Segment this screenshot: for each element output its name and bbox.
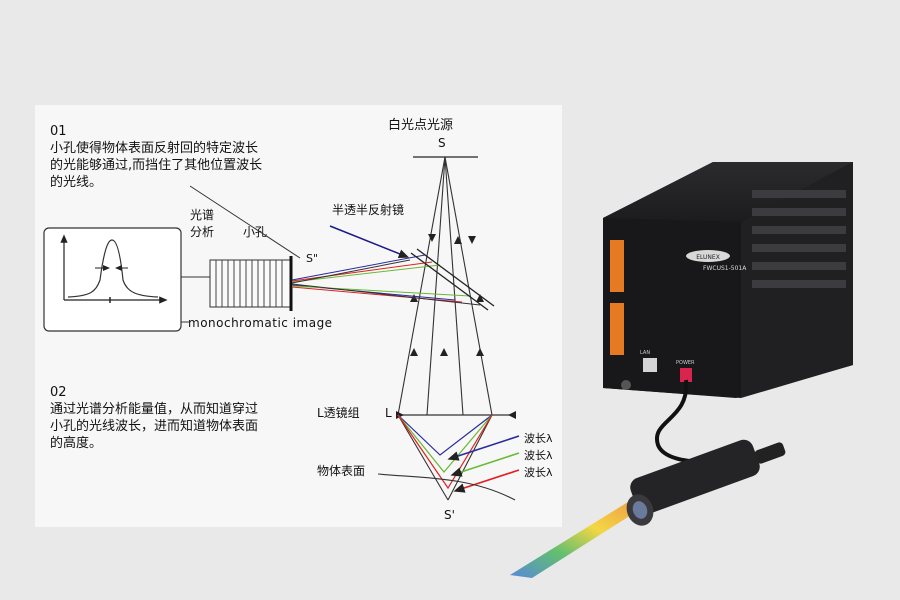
- wavelength-arrow-red: [453, 469, 520, 493]
- note-1-leader: [189, 185, 301, 259]
- pinhole-label: 小孔: [243, 225, 268, 239]
- probe-head: [626, 439, 786, 526]
- controller-device: ELUNEX FWCUS1-501A LAN POWER: [603, 162, 853, 398]
- dispersed-rays: [397, 414, 493, 490]
- object-surface-label: 物体表面: [317, 464, 366, 478]
- lan-port: [643, 358, 657, 372]
- beam-splitter-pointer: [329, 225, 410, 258]
- note-1-number: 01: [50, 124, 67, 139]
- ray-direction-arrows: [410, 234, 484, 356]
- wavelength-arrow-green: [450, 452, 520, 477]
- pinhole-s2-label: S": [306, 252, 319, 265]
- device-port-power: POWER: [676, 360, 695, 366]
- wavelength-label-2: 波长λ: [524, 449, 553, 462]
- spectrum-peak-curve: [67, 239, 159, 298]
- beam-glow: [510, 502, 642, 578]
- lens-arrow-left: [396, 411, 404, 419]
- monochromatic-image-label: monochromatic image: [188, 316, 333, 330]
- spectrum-graph: [43, 227, 182, 332]
- wavelength-label-3: 波长λ: [524, 466, 553, 479]
- probe-body: [630, 439, 760, 515]
- beam-splitter-front: [410, 252, 489, 311]
- terminal-blocks: [610, 240, 624, 355]
- device-top: [603, 162, 853, 222]
- brand-badge: [686, 250, 730, 262]
- spectrometer: [209, 256, 293, 311]
- device-vents: [752, 190, 846, 288]
- spectrometer-grating: [215, 260, 283, 307]
- light-beam: [510, 502, 642, 578]
- wavelength-label-1: 波长λ: [524, 432, 553, 445]
- white-light-rays: [397, 156, 493, 501]
- power-port: [680, 368, 692, 382]
- source-s-label: S: [438, 136, 446, 150]
- object-surface-curve: [377, 473, 516, 501]
- note-2-text: 通过光谱分析能量值，从而知道穿过 小孔的光线波长，进而知道物体表面 的高度。: [50, 402, 259, 451]
- probe-connector: [754, 442, 786, 464]
- lens-group-label: L透镜组: [317, 406, 360, 420]
- device-brand: ELUNEX: [696, 254, 720, 261]
- device-model: FWCUS1-501A: [703, 265, 747, 272]
- wavelength-arrow-blue: [447, 435, 520, 461]
- spectral-analysis-label: 光谱 分析: [190, 208, 215, 239]
- beam-splitter-back: [416, 248, 495, 307]
- device-port-lan: LAN: [640, 350, 650, 356]
- return-rays-to-pinhole: [291, 254, 481, 306]
- probe-lens: [632, 501, 648, 519]
- device-front-panel: [603, 218, 741, 398]
- white-light-source-label: 白光点光源: [388, 118, 454, 133]
- spectrometer-box: [209, 259, 291, 308]
- spectrum-graph-frame: [43, 227, 182, 332]
- focus-s1-label: S': [444, 508, 455, 522]
- note-1-text: 小孔使得物体表面反射回的特定波长 的光能够通过,而挡住了其他位置波长 的光线。: [50, 141, 263, 190]
- note-2-number: 02: [50, 385, 67, 400]
- lens-l-label: L: [385, 406, 392, 420]
- power-button: [621, 380, 631, 390]
- lens-arrow-right: [508, 411, 516, 419]
- beam-splitter-label: 半透半反射镜: [332, 203, 405, 217]
